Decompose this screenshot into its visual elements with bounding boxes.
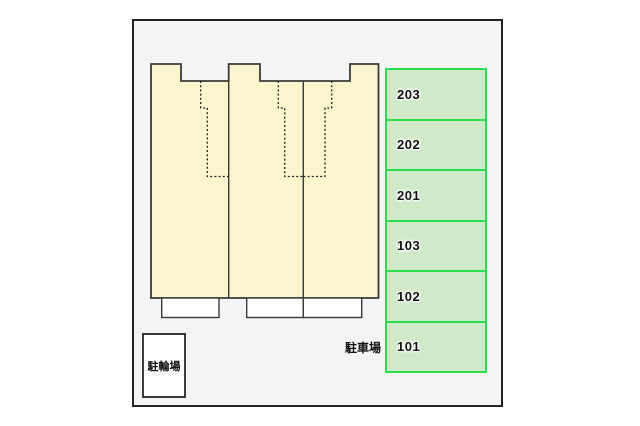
bicycle-area-label: 駐輪場 [147,360,181,373]
parking-space: 203 [385,68,487,121]
parking-space: 201 [385,169,487,222]
parking-space: 103 [385,219,487,272]
parking-space-label: 201 [397,187,421,203]
plan-frame: 203 202 201 103 102 101 駐車場 駐輪場 [132,19,503,407]
entrance-porch [161,297,220,319]
parking-area-label: 駐車場 [344,341,381,355]
parking-space-label: 202 [397,137,421,153]
unit-2f-dashed-outline [200,81,229,178]
parking-space-label: 101 [397,339,421,355]
site-plan-drawing [150,63,380,319]
entrance-porch [245,297,304,319]
parking-space: 202 [385,118,487,171]
parking-area: 203 202 201 103 102 101 [385,68,487,373]
bicycle-area: 駐輪場 [142,333,186,398]
parking-space: 102 [385,270,487,323]
parking-space: 101 [385,320,487,373]
parking-space-label: 203 [397,86,421,102]
entrance-porch [302,297,363,319]
parking-space-label: 103 [397,238,421,254]
unit-2f-dashed-outline [277,81,304,178]
unit-2f-dashed-outline [303,81,333,178]
building-outline [150,63,380,299]
parking-space-label: 102 [397,288,421,304]
